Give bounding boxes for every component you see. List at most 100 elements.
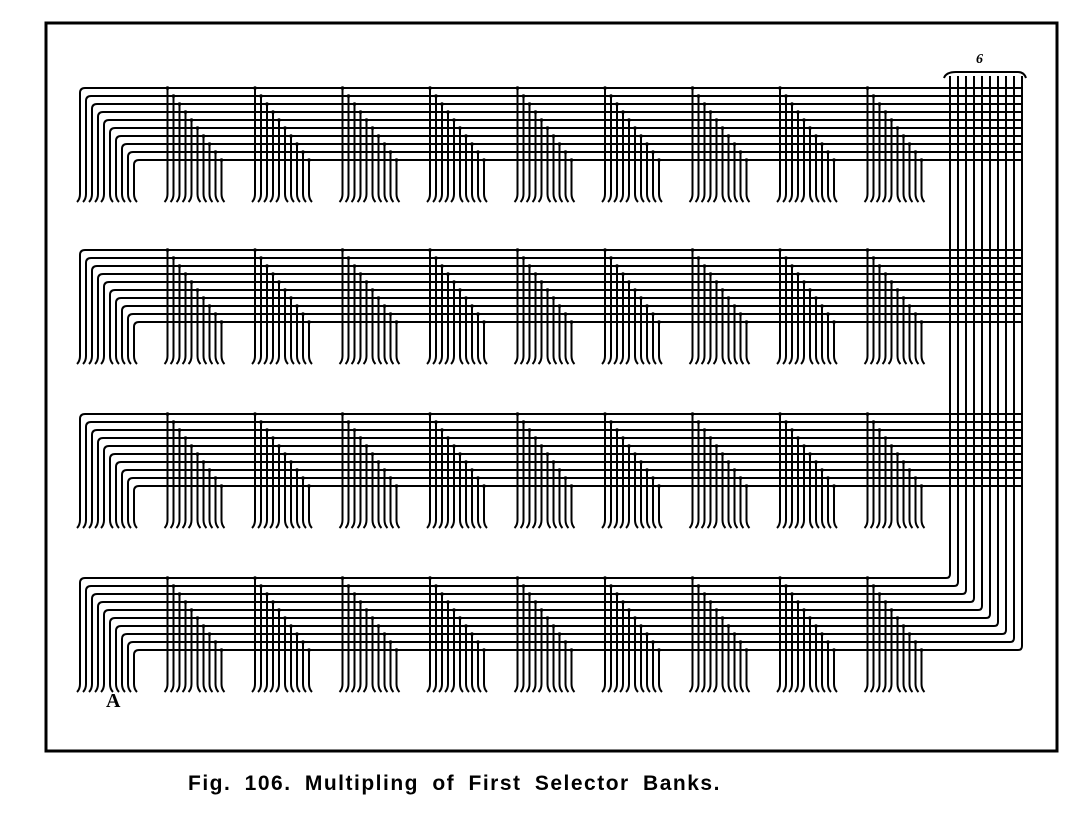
bank-contact — [290, 136, 295, 203]
solder-joint — [690, 86, 695, 90]
solder-joint — [708, 110, 713, 114]
bank-contact — [202, 136, 208, 203]
bank-contact — [887, 610, 893, 693]
bank-contact — [389, 642, 395, 693]
solder-joint — [346, 256, 351, 260]
solder-joint — [826, 312, 830, 316]
solder-joint — [615, 428, 619, 432]
solder-joint — [476, 640, 480, 644]
bank-contact — [558, 634, 564, 693]
solder-joint — [340, 412, 345, 416]
solder-joint — [657, 158, 661, 162]
bank-contact — [782, 96, 787, 203]
bank-contact — [745, 322, 751, 365]
bank-contact — [833, 322, 838, 365]
bank-wire — [109, 613, 991, 684]
solder-joint — [696, 94, 701, 98]
solder-joint — [440, 428, 444, 432]
solder-joint — [796, 436, 800, 440]
bank-contact — [389, 478, 395, 529]
solder-joint — [271, 272, 275, 276]
solder-joint — [907, 142, 912, 146]
bank-contact — [794, 602, 799, 693]
bank-contact — [706, 602, 712, 693]
bank-wire — [103, 605, 983, 684]
bank-contact — [733, 144, 739, 203]
solder-joint — [808, 616, 812, 620]
contact-tip — [109, 193, 114, 203]
bank-contact — [275, 610, 280, 693]
solder-joint — [388, 150, 393, 154]
bank-wire — [127, 151, 1022, 194]
solder-joint — [213, 476, 218, 480]
solder-joint — [283, 126, 287, 130]
bank-contact — [483, 322, 488, 365]
solder-joint — [434, 256, 438, 260]
bank-contact — [887, 282, 893, 365]
solder-joint — [889, 608, 894, 612]
bank-contact — [815, 462, 820, 529]
selector-bank — [76, 573, 1023, 693]
contact-tip — [82, 193, 87, 203]
bank-contact — [546, 290, 552, 365]
bank-wire — [121, 143, 1022, 194]
solder-joint — [440, 592, 444, 596]
contact-tip — [115, 193, 120, 203]
bank-contact — [344, 586, 350, 693]
bank-contact — [646, 306, 651, 365]
bank-contact — [377, 298, 383, 365]
solder-joint — [871, 94, 876, 98]
solder-joint — [452, 608, 456, 612]
bank-wire — [127, 637, 1015, 684]
bank-contact — [175, 266, 181, 365]
bank-contact — [613, 104, 618, 203]
bank-contact — [794, 438, 799, 529]
bank-contact — [438, 104, 443, 203]
bank-contact — [788, 266, 793, 365]
solder-joint — [301, 150, 305, 154]
bank-contact — [570, 486, 576, 529]
bank-contact — [658, 160, 663, 203]
solder-joint — [358, 436, 363, 440]
bank-wire — [121, 305, 1022, 356]
bank-contact — [163, 88, 169, 203]
solder-joint — [515, 248, 520, 252]
bank-contact — [700, 594, 706, 693]
solder-joint — [201, 460, 206, 464]
bank-contact — [525, 430, 531, 529]
solder-joint — [446, 110, 450, 114]
solder-joint — [877, 428, 882, 432]
bank-contact — [251, 578, 256, 693]
bank-contact — [688, 250, 694, 365]
bank-contact — [537, 282, 543, 365]
bank-contact — [652, 152, 657, 203]
solder-joint — [428, 86, 432, 90]
solder-joint — [352, 102, 357, 106]
solder-joint — [889, 280, 894, 284]
solder-joint — [633, 288, 637, 292]
solder-joint — [394, 158, 399, 162]
solder-joint — [253, 412, 257, 416]
solder-joint — [551, 624, 556, 628]
bank-contact — [377, 462, 383, 529]
bank-contact — [712, 610, 718, 693]
bank-contact — [607, 422, 612, 529]
bank-wire — [133, 321, 1022, 356]
solder-joint — [183, 436, 188, 440]
bank-contact — [546, 454, 552, 529]
solder-joint — [820, 142, 824, 146]
solder-joint — [871, 420, 876, 424]
solder-joint — [195, 126, 200, 130]
bank-wire — [97, 597, 975, 684]
bank-wire — [115, 297, 1022, 356]
bank-contact — [208, 144, 214, 203]
solder-joint — [714, 444, 719, 448]
solder-joint — [382, 468, 387, 472]
bank-contact — [646, 470, 651, 529]
contact-tip — [94, 683, 99, 693]
label-a: A — [106, 690, 121, 712]
contact-tip — [127, 683, 132, 693]
bank-contact — [652, 478, 657, 529]
solder-joint — [633, 126, 637, 130]
bank-contact — [601, 88, 606, 203]
